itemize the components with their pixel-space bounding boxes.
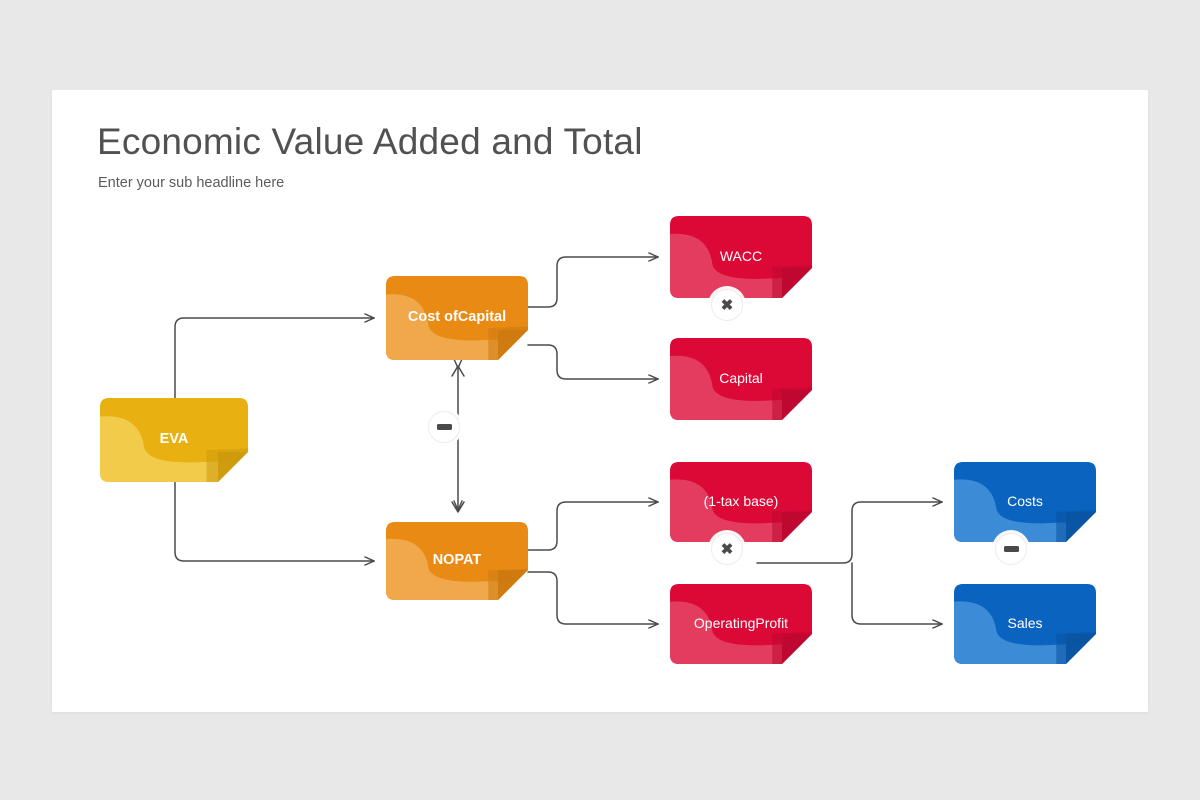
- connector-eva-to-cost-of-capital: [174, 318, 374, 441]
- page-subtitle: Enter your sub headline here: [98, 175, 285, 191]
- connector-cost-of-capital-to-capital: [527, 344, 658, 379]
- connector-nopat-to-operating-profit: [527, 571, 658, 624]
- node-tax-base[interactable]: (1-tax base): [670, 462, 812, 542]
- connector-multiply-to-sales: [851, 562, 942, 624]
- node-nopat[interactable]: NOPAT: [386, 522, 528, 600]
- connector-multiply-to-costs: [756, 502, 942, 564]
- minus-icon: [436, 424, 452, 430]
- node-eva[interactable]: EVA: [100, 398, 248, 482]
- multiply-icon: ✖: [720, 296, 734, 314]
- node-capital[interactable]: Capital: [670, 338, 812, 420]
- operator-minus-sales: [995, 533, 1027, 565]
- minus-icon: [1003, 546, 1019, 552]
- connector-cost-of-capital-to-wacc: [527, 257, 658, 308]
- operator-minus-eva: [428, 411, 460, 443]
- node-wacc[interactable]: WACC: [670, 216, 812, 298]
- operator-multiply-nopat: ✖: [711, 533, 743, 565]
- connector-eva-to-nopat: [174, 439, 374, 561]
- multiply-icon: ✖: [720, 540, 734, 558]
- node-costs[interactable]: Costs: [954, 462, 1096, 542]
- node-sales[interactable]: Sales: [954, 584, 1096, 664]
- connector-nopat-to-tax-base: [527, 502, 658, 551]
- page-title: Economic Value Added and Total: [97, 121, 643, 162]
- operator-multiply-capital: ✖: [711, 289, 743, 321]
